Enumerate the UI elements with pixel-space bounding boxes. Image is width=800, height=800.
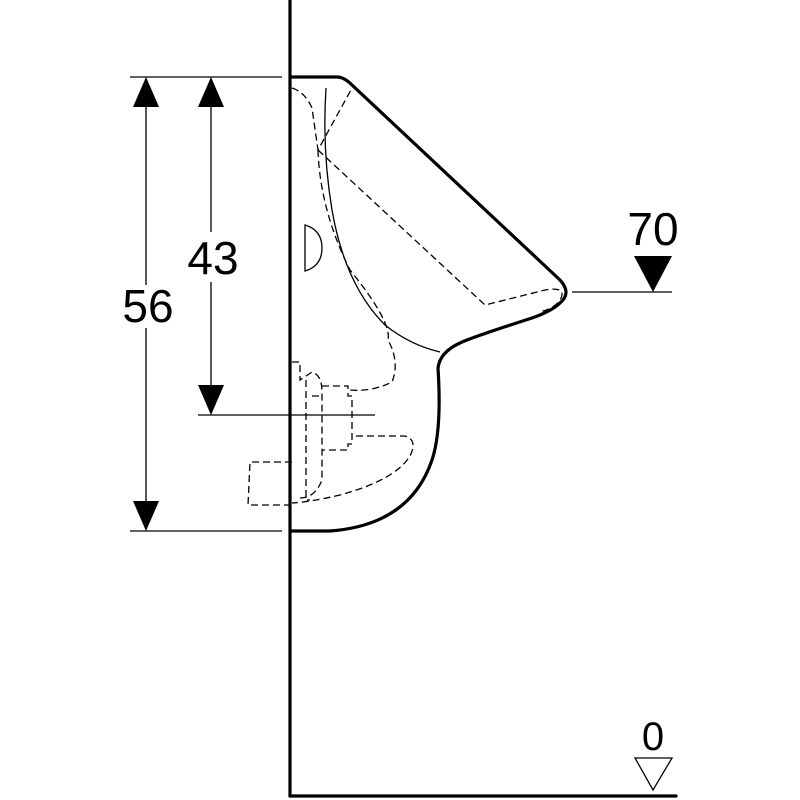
- level-70: 70: [627, 203, 679, 292]
- hidden-outlet-fitting: [322, 385, 353, 451]
- hidden-trap-body: [292, 361, 323, 499]
- dimension-43: 43: [187, 77, 239, 415]
- dim-56-arrow-top: [133, 77, 159, 107]
- spreader-slot: [304, 224, 323, 272]
- hidden-trap-front: [317, 149, 396, 391]
- bowl-inner-lines: [304, 87, 441, 353]
- level-0-marker: [633, 757, 674, 792]
- dim-43-arrow-bottom: [198, 385, 224, 415]
- dim-56-label: 56: [122, 280, 173, 332]
- dim-43-arrow-top: [198, 77, 224, 107]
- hidden-bowl-floor: [317, 149, 563, 313]
- level-70-marker: [634, 256, 672, 292]
- hidden-lines: [247, 87, 563, 506]
- urinal-outline: [290, 75, 568, 533]
- bowl-back-curve: [324, 87, 441, 353]
- extension-lines: [130, 76, 672, 532]
- wall-and-floor: [288, 0, 678, 798]
- dim-43-label: 43: [187, 232, 238, 284]
- hidden-outlet-pipe: [305, 380, 320, 501]
- dim-56-arrow-bottom: [133, 501, 159, 531]
- hidden-rim-channel: [291, 87, 353, 153]
- level-0-label: 0: [642, 715, 664, 759]
- level-0: 0: [633, 715, 674, 792]
- dimension-56: 56: [122, 77, 174, 531]
- hidden-connector-box: [291, 435, 414, 504]
- level-70-label: 70: [627, 203, 678, 255]
- hidden-bottom-tab: [247, 461, 292, 506]
